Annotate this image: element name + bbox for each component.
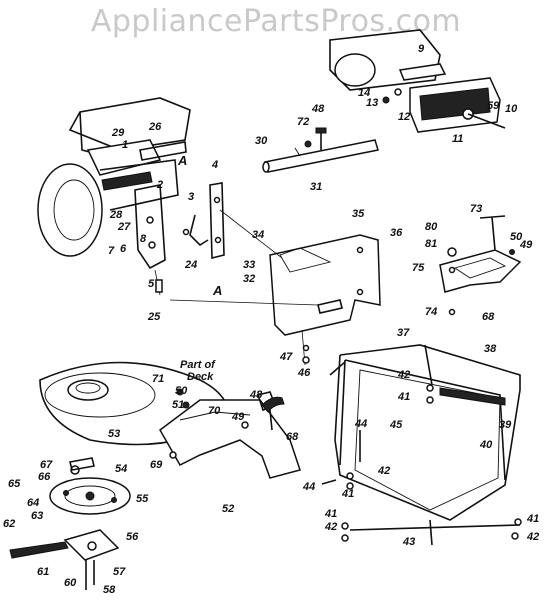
callout-59: 59 <box>487 100 500 112</box>
callout-41-c: 41 <box>324 508 337 520</box>
callout-25: 25 <box>147 311 161 323</box>
callout-41-d: 41 <box>526 513 539 525</box>
callout-45: 45 <box>389 419 403 431</box>
callout-67: 67 <box>40 459 53 471</box>
callout-52: 52 <box>222 503 234 515</box>
latch-73-75 <box>439 215 522 316</box>
callout-54: 54 <box>115 463 127 475</box>
rod-31 <box>262 127 379 173</box>
callout-42-b: 42 <box>377 465 390 477</box>
plate-35 <box>169 209 381 366</box>
clip-3 <box>182 214 209 247</box>
weight-12 <box>329 29 506 133</box>
callout-75: 75 <box>412 262 425 274</box>
callout-42-a: 42 <box>397 369 410 381</box>
callout-7: 7 <box>108 245 115 257</box>
callout-4: 4 <box>211 159 218 171</box>
part-of-deck-line2: Deck <box>187 371 214 383</box>
part-of-deck-line1: Part of <box>180 359 216 371</box>
callout-13: 13 <box>366 97 378 109</box>
callout-73: 73 <box>470 203 482 215</box>
callout-41-a: 41 <box>397 391 410 403</box>
callout-47: 47 <box>279 351 293 363</box>
callout-14: 14 <box>358 87 370 99</box>
chute-52 <box>159 388 301 479</box>
callout-34: 34 <box>252 229 264 241</box>
callout-63: 63 <box>31 510 43 522</box>
callout-74: 74 <box>425 306 437 318</box>
callout-31: 31 <box>310 181 322 193</box>
callout-30: 30 <box>255 135 268 147</box>
callout-42-c: 42 <box>324 521 337 533</box>
callout-80: 80 <box>425 221 438 233</box>
callout-44-b: 44 <box>302 481 315 493</box>
callout-64: 64 <box>27 497 39 509</box>
callout-57: 57 <box>113 566 126 578</box>
callout-1: 1 <box>122 139 128 151</box>
callout-49-a: 49 <box>519 239 533 251</box>
callout-8: 8 <box>140 233 147 245</box>
callout-38: 38 <box>484 343 497 355</box>
callout-40: 40 <box>479 439 493 451</box>
callout-2: 2 <box>156 179 163 191</box>
callout-12: 12 <box>398 111 410 123</box>
callout-3: 3 <box>188 191 194 203</box>
callout-49-b: 49 <box>231 411 245 423</box>
bracket-4 <box>209 182 225 260</box>
callout-53: 53 <box>108 428 120 440</box>
callout-48-b: 48 <box>249 389 263 401</box>
callout-68-b: 68 <box>286 431 299 443</box>
callout-50-b: 50 <box>175 385 188 397</box>
callout-41-b: 41 <box>341 488 354 500</box>
callout-81: 81 <box>425 238 437 250</box>
callout-71: 71 <box>152 373 164 385</box>
callout-66: 66 <box>38 471 51 483</box>
callout-69: 69 <box>150 459 163 471</box>
callout-6: 6 <box>120 243 127 255</box>
callout-9: 9 <box>418 43 425 55</box>
callout-32: 32 <box>243 273 255 285</box>
callout-10: 10 <box>505 103 518 115</box>
callout-43: 43 <box>402 536 415 548</box>
callout-36: 36 <box>390 227 403 239</box>
spindle-assembly <box>9 457 131 590</box>
ref-letter-a-top: A <box>177 153 187 168</box>
callout-11: 11 <box>452 133 463 145</box>
callout-62: 62 <box>3 518 15 530</box>
callout-42-d: 42 <box>526 531 539 543</box>
ref-letter-a-bottom: A <box>212 283 222 298</box>
callout-65: 65 <box>8 478 21 490</box>
callout-29: 29 <box>111 127 125 139</box>
bag-frame <box>321 344 522 546</box>
callout-48-a: 48 <box>311 103 325 115</box>
watermark: AppliancePartsPros.com <box>90 4 462 39</box>
callout-35: 35 <box>352 208 365 220</box>
callout-61: 61 <box>37 566 49 578</box>
callout-60: 60 <box>64 577 77 589</box>
callout-68-a: 68 <box>482 311 495 323</box>
callout-33: 33 <box>243 259 255 271</box>
callout-28: 28 <box>109 209 123 221</box>
callout-46: 46 <box>297 367 311 379</box>
callout-26: 26 <box>148 121 162 133</box>
callout-50-a: 50 <box>510 231 523 243</box>
callout-51: 51 <box>172 399 184 411</box>
callout-5: 5 <box>148 278 155 290</box>
callout-70: 70 <box>208 405 221 417</box>
callout-39: 39 <box>499 419 512 431</box>
callout-27: 27 <box>117 221 131 233</box>
callout-44-a: 44 <box>354 418 367 430</box>
hitch-bracket <box>134 141 187 296</box>
callout-72: 72 <box>297 116 309 128</box>
callout-56: 56 <box>126 531 139 543</box>
callout-24: 24 <box>184 259 197 271</box>
tractor-body <box>37 97 191 257</box>
callout-37: 37 <box>397 327 410 339</box>
callout-58: 58 <box>103 584 116 596</box>
handle-48 <box>241 396 285 431</box>
callout-55: 55 <box>136 493 149 505</box>
